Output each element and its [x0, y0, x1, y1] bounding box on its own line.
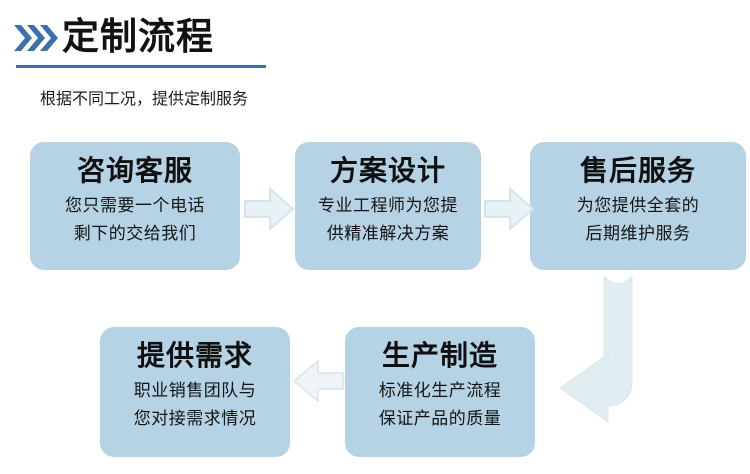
arrow-right-icon	[483, 184, 535, 234]
page-title: 定制流程	[62, 16, 214, 57]
flow-card-manufacturing[interactable]: 生产制造 标准化生产流程 保证产品的质量	[345, 327, 535, 457]
arrow-right-icon	[243, 184, 295, 234]
flow-card-line-1: 您只需要一个电话	[65, 196, 205, 215]
flow-card-title: 生产制造	[381, 340, 498, 371]
flow-card-title: 咨询客服	[76, 155, 193, 186]
flow-card-line-2: 保证产品的质量	[378, 409, 502, 428]
flow-card-line-2: 您对接需求情况	[133, 409, 257, 428]
flow-card-requirements[interactable]: 提供需求 职业销售团队与 您对接需求情况	[100, 327, 290, 457]
flow-card-title: 方案设计	[329, 155, 446, 186]
arrow-left-icon	[290, 355, 345, 407]
flow-card-line-1: 为您提供全套的	[576, 196, 700, 215]
triple-chevron-right-icon	[14, 25, 60, 51]
flow-card-title: 售后服务	[579, 155, 696, 186]
flow-card-line-2: 后期维护服务	[585, 224, 691, 243]
flow-card-consult[interactable]: 咨询客服 您只需要一个电话 剩下的交给我们	[30, 142, 240, 270]
arrow-down-left-elbow-icon	[552, 272, 672, 452]
flow-card-line-1: 标准化生产流程	[378, 381, 502, 400]
flow-card-line-2: 供精准解决方案	[326, 224, 450, 243]
flow-card-line-1: 职业销售团队与	[133, 381, 257, 400]
flow-card-after-sales[interactable]: 售后服务 为您提供全套的 后期维护服务	[530, 142, 746, 270]
page-subtitle: 根据不同工况，提供定制服务	[40, 91, 249, 108]
flow-card-line-2: 剩下的交给我们	[73, 224, 197, 243]
flow-card-title: 提供需求	[136, 340, 253, 371]
flow-card-design[interactable]: 方案设计 专业工程师为您提 供精准解决方案	[295, 142, 481, 270]
title-underline-rule	[16, 65, 266, 68]
flow-card-line-1: 专业工程师为您提	[318, 196, 458, 215]
page-header: 定制流程 根据不同工况，提供定制服务	[0, 0, 750, 108]
